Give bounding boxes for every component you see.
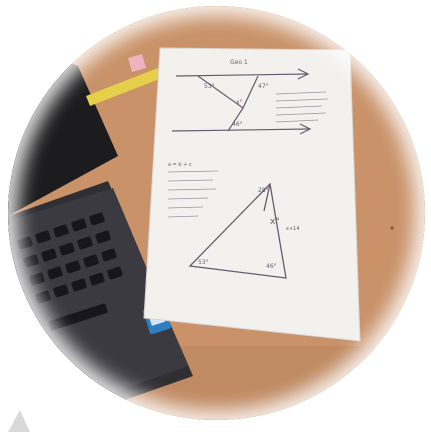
angle-label-1: 53°: [204, 83, 215, 90]
angle-label-4: 46°: [232, 121, 243, 128]
photo-circle: Geo 1 53° 47° x° 46° 28° x° 53° 46° x+14…: [8, 6, 425, 420]
desk-mark: [390, 226, 394, 230]
laptop: [8, 36, 193, 420]
photo-scene: Geo 1 53° 47° x° 46° 28° x° 53° 46° x+14…: [8, 6, 425, 420]
tri-angle-left: 53°: [198, 259, 209, 266]
worksheet-header: Geo 1: [230, 59, 248, 66]
parallel-lines-figure: [171, 68, 312, 135]
ref-text: a = b + c: [168, 162, 192, 168]
triangle-figure: [188, 182, 287, 279]
corner-fragment: [8, 410, 30, 432]
tri-angle-top: 28°: [258, 187, 269, 194]
tri-exterior-label: x+14: [286, 226, 300, 232]
angle-label-3: x°: [236, 99, 243, 106]
worksheet-paper: Geo 1 53° 47° x° 46° 28° x° 53° 46° x+14…: [143, 47, 361, 342]
tri-angle-x: x°: [270, 217, 280, 227]
keyboard-keys: [17, 212, 123, 331]
angle-label-2: 47°: [258, 83, 269, 90]
handwritten-notes: [167, 91, 329, 218]
tri-angle-right: 46°: [266, 263, 277, 270]
